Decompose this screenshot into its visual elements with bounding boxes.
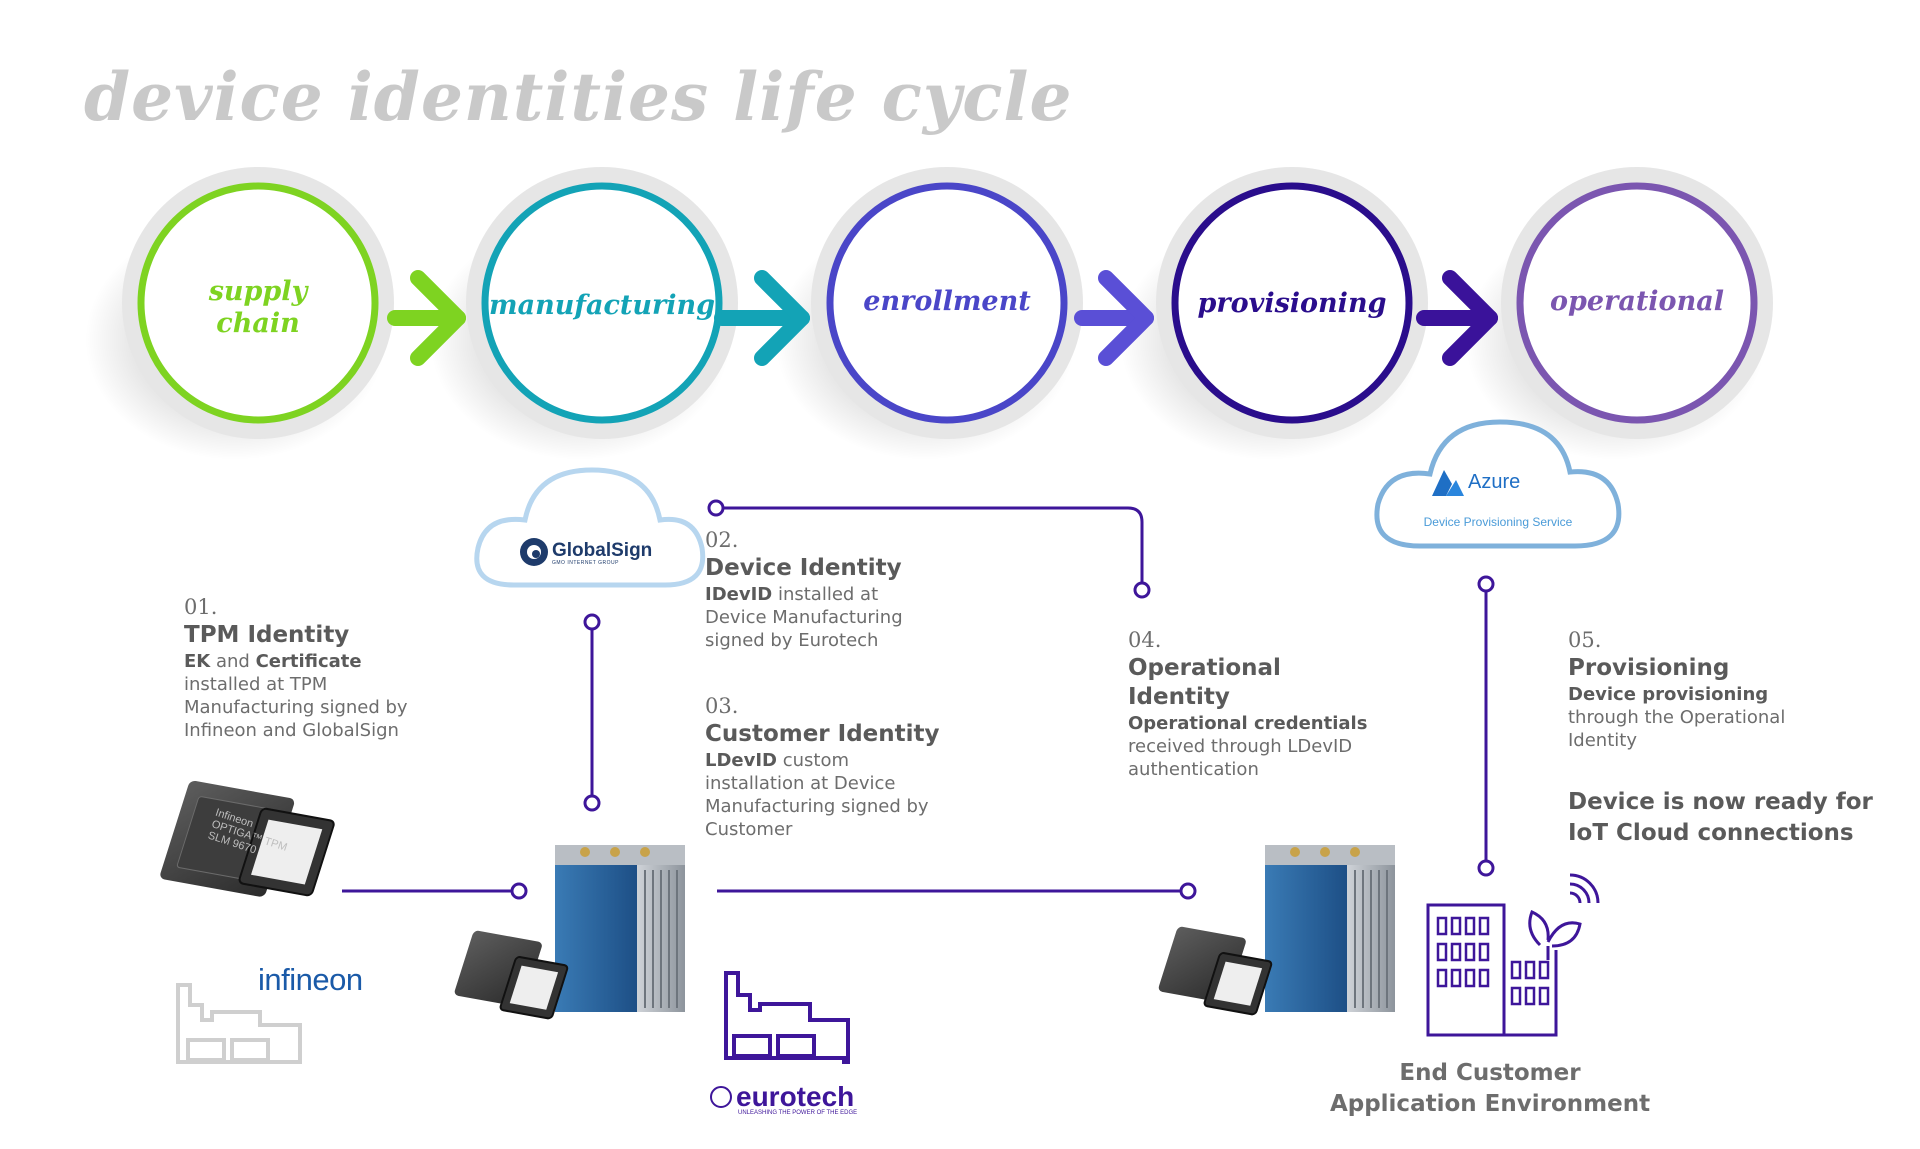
- azure-logo: Azure: [1468, 471, 1520, 494]
- azure-cloud-icon: [1374, 419, 1622, 549]
- connector-chip-to-device: [342, 882, 528, 900]
- step-body: LDevID custom installation at Device Man…: [705, 749, 945, 841]
- arrow-4: [1416, 270, 1498, 366]
- gateway-device-icon-1: [454, 845, 685, 1020]
- step-operational-identity: 04. Operational Identity Operational cre…: [1128, 629, 1388, 781]
- step-lead-b: Certificate: [255, 651, 362, 672]
- stage-provisioning: [1120, 167, 1428, 460]
- stage-enrollment: [775, 167, 1083, 460]
- connector-globalsign-to-device: [583, 613, 601, 812]
- step-lead: Operational credentials: [1128, 713, 1368, 734]
- end-customer-line1: End Customer: [1399, 1060, 1581, 1086]
- infineon-factory-icon: [176, 983, 302, 1064]
- eurotech-wordmark: eurotech: [736, 1081, 855, 1112]
- eurotech-subtext: UNLEASHING THE POWER OF THE EDGE: [738, 1110, 858, 1116]
- step-number: 03.: [705, 694, 739, 718]
- step-body: IDevID installed at Device Manufacturing…: [705, 583, 945, 652]
- step-description: custom installation at Device Manufactur…: [705, 750, 929, 840]
- step-number: 02.: [705, 528, 739, 552]
- stage-label-operational: operational: [1550, 286, 1724, 317]
- stage-label-enrollment: enrollment: [863, 286, 1031, 317]
- arrow-2: [714, 270, 810, 366]
- end-customer-building-icon: [1426, 873, 1600, 1037]
- end-customer-label: End Customer Application Environment: [1300, 1058, 1680, 1120]
- arrow-3: [1074, 270, 1154, 366]
- step-description: installed at Device Manufacturing signed…: [705, 584, 903, 651]
- step-number: 05.: [1568, 628, 1602, 652]
- step-heading: Device Identity: [705, 555, 902, 581]
- page-title: device identities life cycle: [84, 58, 1073, 136]
- step-customer-identity: 03. Customer Identity LDevID custom inst…: [705, 695, 945, 841]
- step-heading: Customer Identity: [705, 721, 940, 747]
- stage-supply-chain: [85, 167, 394, 460]
- step-description: installed at TPM Manufacturing signed by…: [184, 674, 408, 741]
- step-number: 01.: [184, 595, 218, 619]
- connector-azure-to-end-customer: [1477, 575, 1495, 877]
- step-lead: Device provisioning: [1568, 684, 1769, 705]
- step-device-identity: 02. Device Identity IDevID installed at …: [705, 529, 945, 652]
- globalsign-logo: GlobalSign GMO INTERNET GROUP: [552, 540, 652, 566]
- step-mid: and: [210, 651, 256, 672]
- step-number: 04.: [1128, 628, 1162, 652]
- stage-label-supply-chain: supply chain: [138, 276, 378, 340]
- step-heading: Provisioning: [1568, 655, 1730, 681]
- step-lead: IDevID: [705, 584, 773, 605]
- step-lead-a: EK: [184, 651, 211, 672]
- arrow-1: [387, 270, 466, 366]
- eurotech-logo: eurotech UNLEASHING THE POWER OF THE EDG…: [710, 1081, 857, 1116]
- step-heading: Operational Identity: [1128, 655, 1281, 710]
- globalsign-wordmark: GlobalSign: [552, 540, 653, 561]
- stage-label-manufacturing: manufacturing: [489, 290, 715, 321]
- step-lead: LDevID: [705, 750, 777, 771]
- azure-subtext: Device Provisioning Service: [1423, 515, 1573, 529]
- ready-message: Device is now ready for IoT Cloud connec…: [1568, 789, 1873, 846]
- eurotech-mark-icon: [710, 1086, 732, 1108]
- connector-device-identity-to-enrollment: [707, 499, 1151, 599]
- gateway-device-icon-2: [1158, 845, 1395, 1016]
- infineon-logo: infineon: [258, 962, 363, 997]
- tpm-chip-pair-icon: [160, 780, 335, 897]
- globalsign-subtext: GMO INTERNET GROUP: [552, 560, 619, 566]
- stage-label-provisioning: provisioning: [1197, 288, 1387, 319]
- end-customer-line2: Application Environment: [1329, 1091, 1651, 1117]
- stage-operational: [1465, 167, 1773, 460]
- stage-manufacturing: [430, 167, 738, 460]
- connector-device-to-operational-device: [717, 882, 1197, 900]
- step-heading: TPM Identity: [184, 622, 350, 648]
- stage-label-line2: chain: [216, 308, 300, 339]
- globalsign-cloud-icon: [474, 467, 706, 588]
- step-description: through the Operational Identity: [1568, 707, 1786, 751]
- step-description: received through LDevID authentication: [1128, 736, 1353, 780]
- stage-label-line1: supply: [208, 276, 308, 307]
- azure-wordmark: Azure: [1468, 471, 1521, 493]
- eurotech-factory-icon: [724, 971, 850, 1064]
